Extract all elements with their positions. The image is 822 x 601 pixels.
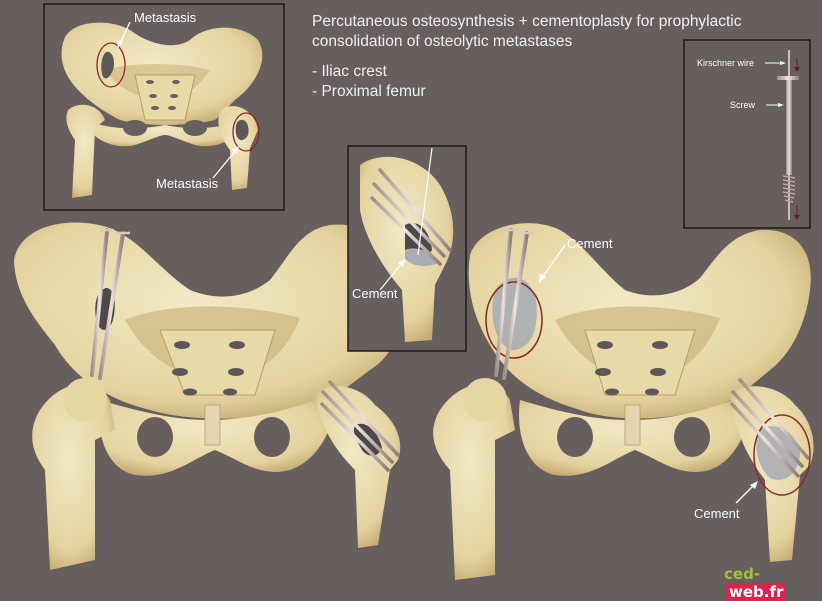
left-pelvis-osteosynthesis	[14, 222, 406, 570]
label-cement-inset: Cement	[352, 286, 398, 301]
ced-web-logo: ced-web.fr	[724, 565, 822, 601]
label-screw: Screw	[730, 100, 756, 110]
label-metastasis-iliac: Metastasis	[134, 10, 197, 25]
site-list: - Iliac crest - Proximal femur	[312, 62, 426, 102]
logo-part-ced: ced-	[724, 565, 761, 583]
label-kirschner-wire: Kirschner wire	[697, 58, 755, 68]
diagram-title: Percutaneous osteosynthesis + cementopla…	[312, 12, 772, 52]
title-line-1: Percutaneous osteosynthesis + cementopla…	[312, 13, 742, 30]
logo-part-web: web.fr	[726, 583, 787, 601]
label-metastasis-femur: Metastasis	[156, 176, 219, 191]
label-cement-femur: Cement	[694, 506, 740, 521]
inset-femur-detail	[347, 145, 467, 352]
right-pelvis-cementoplasty	[433, 223, 814, 580]
list-item-proximal-femur: - Proximal femur	[312, 83, 426, 100]
inset-metastasis-pelvis	[43, 3, 285, 211]
list-item-iliac-crest: - Iliac crest	[312, 63, 387, 80]
title-line-2: consolidation of osteolytic metastases	[312, 33, 573, 50]
inset-instruments	[683, 39, 811, 229]
label-cement-iliac: Cement	[567, 236, 613, 251]
